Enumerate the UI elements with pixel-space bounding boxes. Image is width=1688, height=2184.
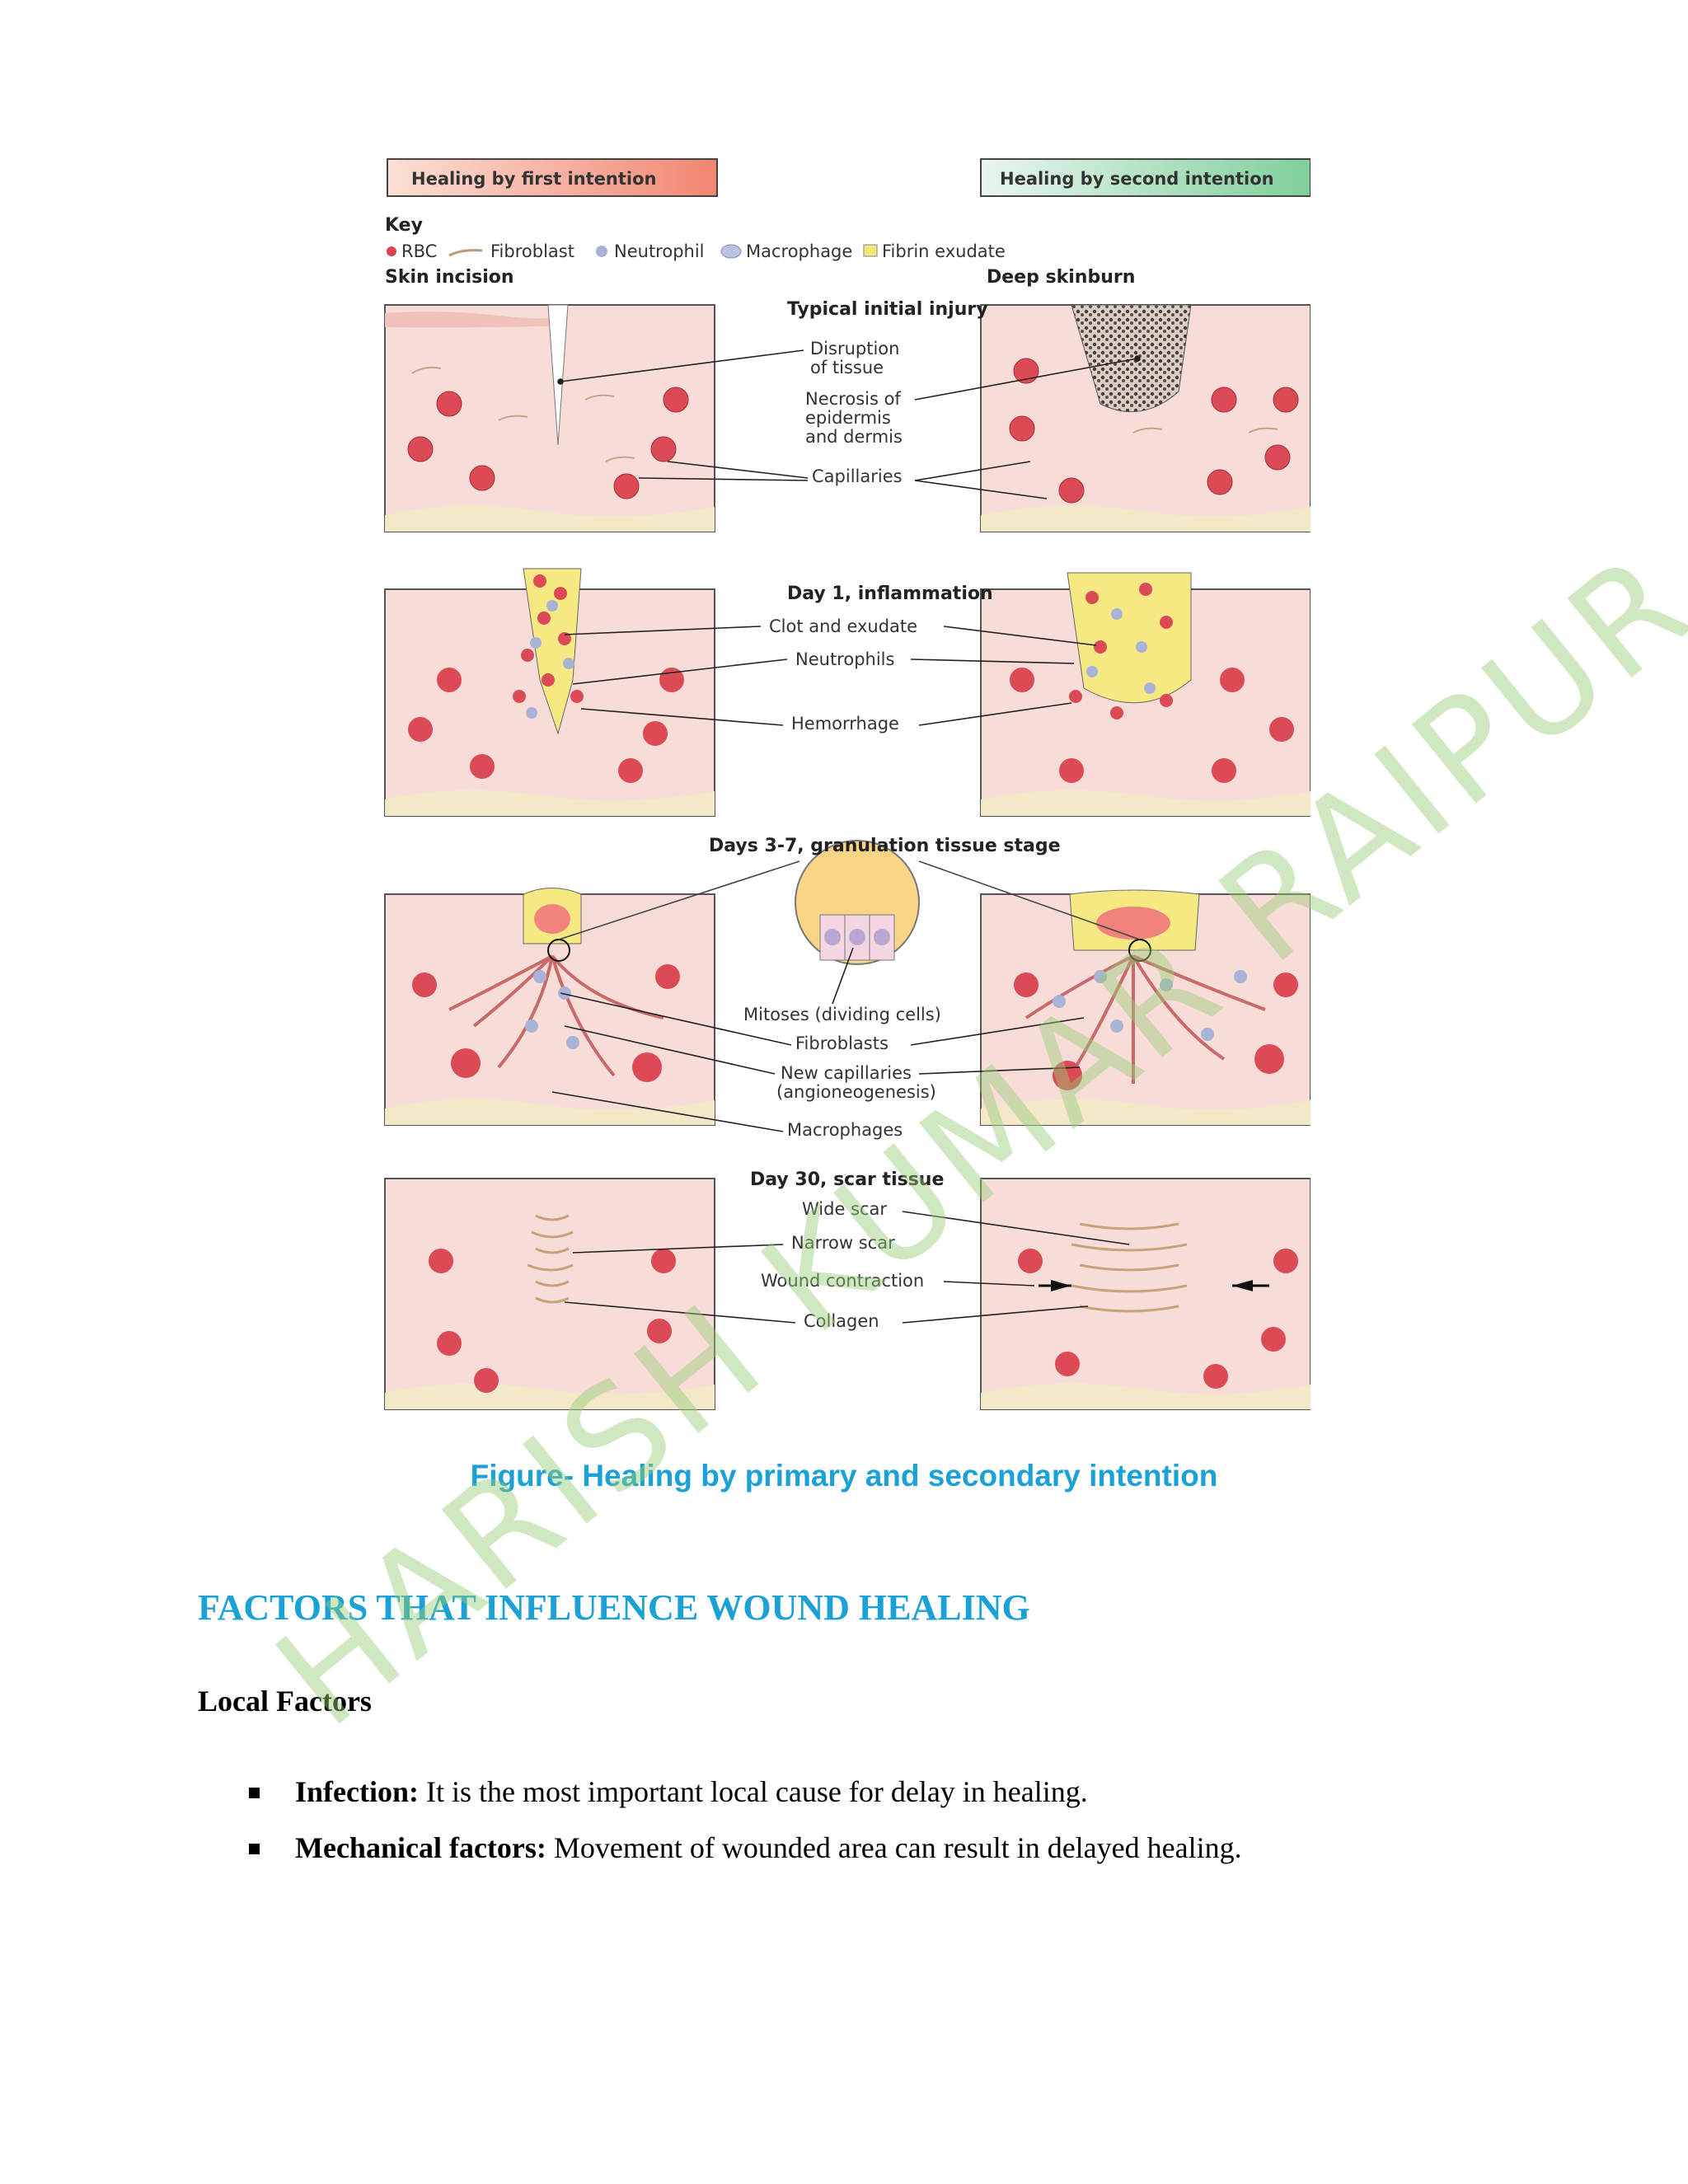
svg-text:and dermis: and dermis [805, 427, 903, 447]
stage-3-title: Days 3-7, granulation tissue stage [709, 836, 1061, 856]
svg-text:Hemorrhage: Hemorrhage [791, 714, 899, 733]
svg-text:Collagen: Collagen [804, 1311, 879, 1331]
section-title: FACTORS THAT INFLUENCE WOUND HEALING [198, 1587, 1030, 1628]
svg-text:of tissue: of tissue [810, 358, 884, 377]
list-item-text: It is the most important local cause for… [418, 1775, 1088, 1808]
svg-text:Macrophage: Macrophage [746, 241, 852, 261]
svg-text:Fibroblast: Fibroblast [490, 241, 574, 261]
header-right-box [980, 158, 1311, 197]
stage-2-leaders [564, 626, 1097, 726]
neutrophil-icon [596, 246, 607, 257]
local-factors-list: Infection: It is the most important loca… [198, 1764, 1640, 1876]
fibroblast-icon [448, 249, 483, 257]
svg-text:Fibrin exudate: Fibrin exudate [882, 241, 1006, 261]
list-item-term: Mechanical factors: [295, 1831, 546, 1864]
svg-text:Macrophages: Macrophages [787, 1120, 903, 1140]
stage-4-leaders [564, 1211, 1130, 1324]
svg-text:New capillaries: New capillaries [781, 1063, 912, 1083]
subsection-title: Local Factors [198, 1685, 372, 1718]
svg-text:Disruption: Disruption [810, 339, 899, 359]
wound-healing-figure: Healing by first intention Healing by se… [375, 152, 1311, 1422]
stage-3-panels [384, 840, 1311, 1126]
macrophage-icon [720, 244, 742, 259]
svg-text:RBC: RBC [401, 241, 437, 261]
header-left-box [387, 158, 718, 197]
stage-3-leaders [551, 947, 1085, 1132]
stage-4-title: Day 30, scar tissue [750, 1169, 944, 1190]
svg-text:Fibroblasts: Fibroblasts [795, 1033, 889, 1053]
bullet-square-icon [249, 1788, 260, 1798]
svg-text:Wide scar: Wide scar [802, 1199, 887, 1219]
svg-text:Neutrophils: Neutrophils [795, 649, 894, 669]
left-column-title: Skin incision [385, 267, 514, 288]
svg-text:Narrow scar: Narrow scar [791, 1233, 895, 1253]
svg-text:Clot and exudate: Clot and exudate [769, 616, 917, 636]
header-left-text: Healing by first intention [411, 169, 656, 189]
stage-2-title: Day 1, inflammation [787, 583, 993, 604]
header-right-text: Healing by second intention [1000, 169, 1274, 189]
list-item-text: Movement of wounded area can result in d… [546, 1831, 1242, 1864]
bullet-square-icon [249, 1844, 260, 1854]
stage-1-leaders [557, 349, 1141, 499]
stage-2-panels [384, 568, 1311, 817]
stage-4-panels [384, 1178, 1311, 1410]
right-column-title: Deep skinburn [987, 267, 1135, 288]
list-item: Mechanical factors: Movement of wounded … [198, 1820, 1640, 1876]
key-legend: RBC Fibroblast Neutrophil Macrophage Fib… [387, 241, 1006, 261]
svg-text:Capillaries: Capillaries [812, 466, 903, 486]
svg-text:Wound contraction: Wound contraction [761, 1271, 924, 1291]
figure-caption: Figure- Healing by primary and secondary… [470, 1459, 1218, 1493]
rbc-icon [387, 246, 396, 256]
fibrin-exudate-icon [863, 244, 878, 257]
svg-text:Necrosis of: Necrosis of [805, 389, 901, 409]
svg-text:Neutrophil: Neutrophil [614, 241, 705, 261]
list-item-term: Infection: [295, 1775, 419, 1808]
stage-1-panels [384, 304, 1311, 532]
svg-text:Mitoses (dividing cells): Mitoses (dividing cells) [743, 1005, 941, 1024]
list-item: Infection: It is the most important loca… [198, 1764, 1640, 1820]
stage-1-title: Typical initial injury [787, 299, 988, 320]
key-title: Key [385, 215, 423, 236]
svg-text:epidermis: epidermis [805, 408, 891, 428]
svg-text:(angioneogenesis): (angioneogenesis) [776, 1082, 936, 1102]
